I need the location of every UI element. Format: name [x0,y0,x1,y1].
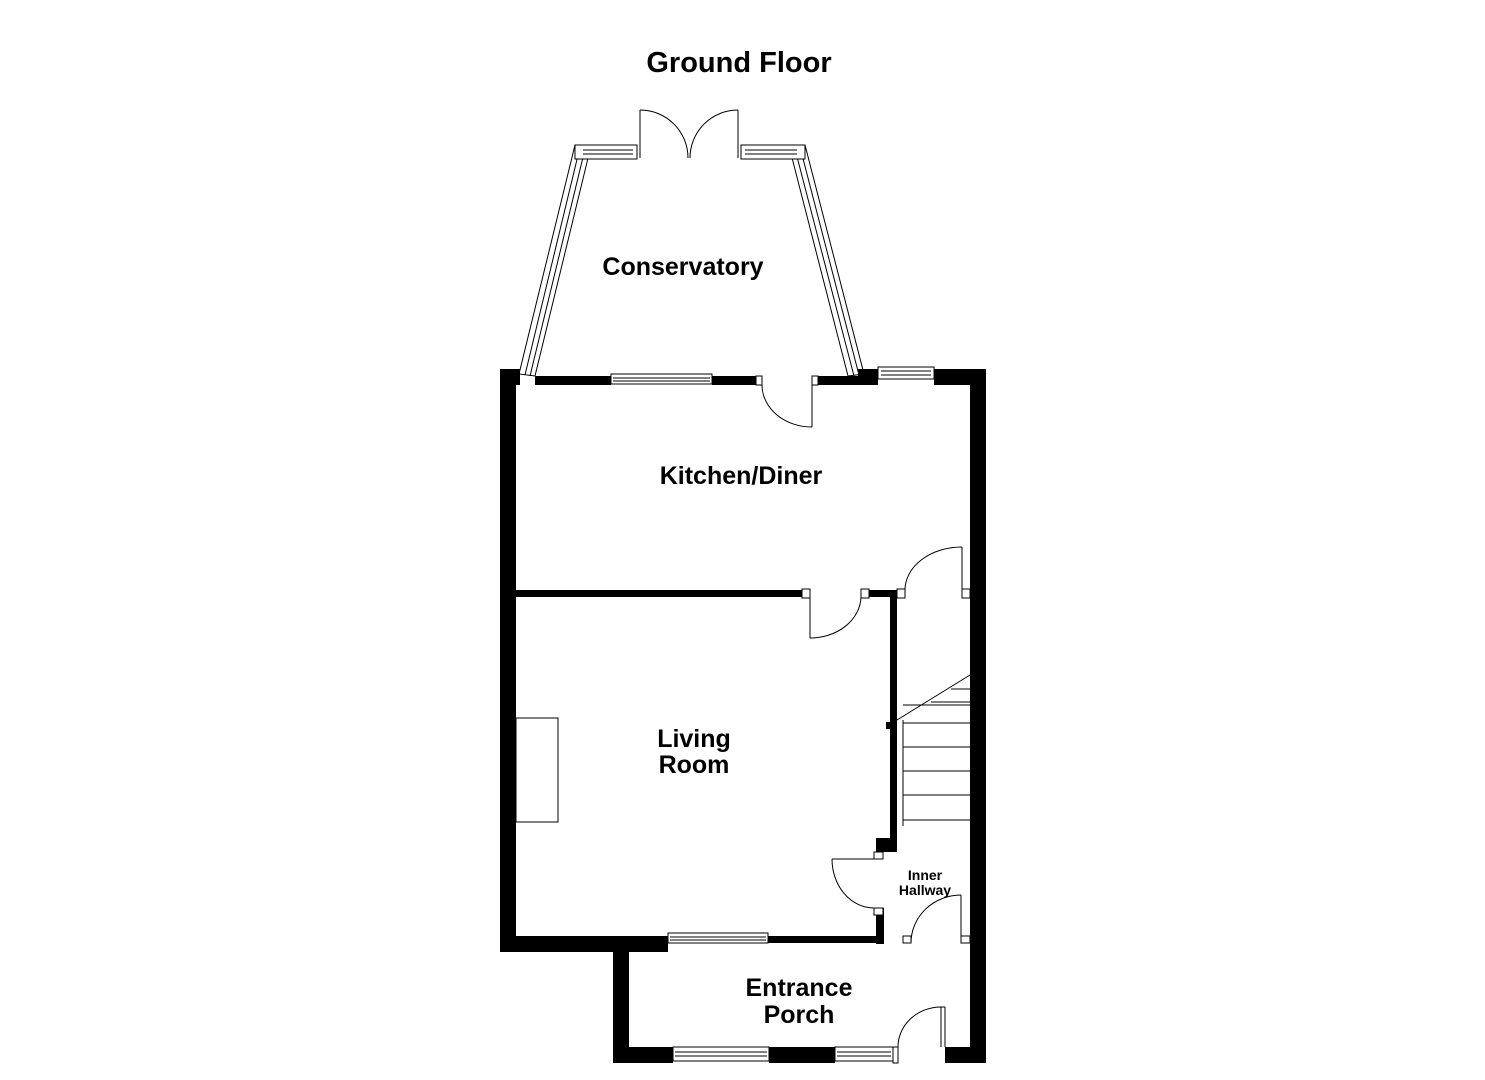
staircase [896,674,971,826]
room-label-living-room-line1: Living [657,725,731,753]
porch-hallway-door [902,894,971,944]
living-room-door [801,588,870,639]
kitchen-side-window [877,366,935,380]
floor-title: Ground Floor [646,47,831,79]
room-label-inner-hallway-line1: Inner [908,867,943,883]
hallway-kitchen-door [896,546,971,599]
conservatory-left-window [574,144,638,160]
porch-window-right [834,1046,894,1062]
room-label-inner-hallway-line2: Hallway [899,882,951,898]
doors [755,375,971,1064]
conservatory-right-glazing [789,144,865,377]
living-room-window [667,932,769,944]
room-label-entrance-porch-line1: Entrance [746,974,853,1002]
inner-hallway-living-door [831,851,884,916]
front-door [892,1006,946,1064]
external-walls [500,369,986,1063]
chimney-breast [515,717,559,823]
room-label-kitchen-diner: Kitchen/Diner [660,462,823,490]
porch-window-left [672,1046,770,1062]
windows [610,366,935,1062]
internal-walls [516,590,897,944]
conservatory-left-glazing [518,144,591,377]
room-label-living-room-line2: Room [659,751,730,779]
kitchen-conservatory-door [755,375,819,428]
conservatory-right-window [740,144,806,160]
kitchen-window [610,373,713,385]
room-label-entrance-porch-line2: Porch [764,1001,835,1029]
room-label-conservatory: Conservatory [602,253,763,281]
conservatory: Conservatory [518,109,865,377]
conservatory-french-doors [639,109,739,159]
